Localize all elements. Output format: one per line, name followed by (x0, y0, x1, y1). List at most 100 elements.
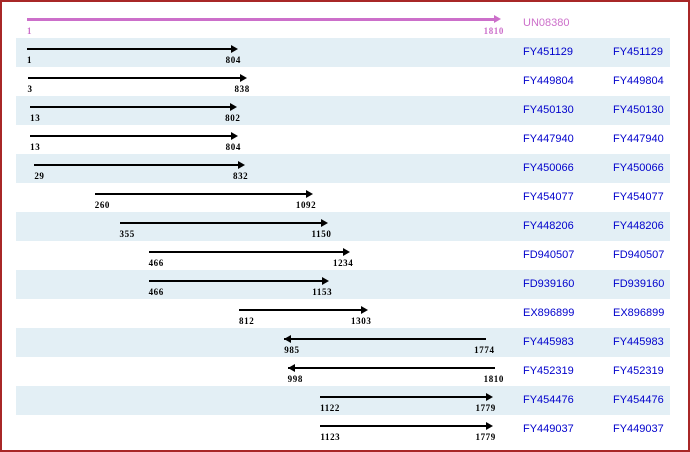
coord-start-label: 466 (148, 258, 164, 268)
coord-end-label: 1092 (295, 200, 317, 210)
table-row[interactable]: 29 832 FY450066 FY450066 (2, 154, 688, 183)
coord-start-label: 1 (27, 55, 33, 65)
hit-alignment-bar[interactable] (284, 338, 486, 340)
hit-accession-label-2[interactable]: FY447940 (613, 133, 664, 145)
arrowhead-right-icon (306, 190, 314, 198)
arrowhead-right-icon (321, 219, 329, 227)
query-accession-label[interactable]: UN08380 (523, 17, 570, 29)
hit-accession-label-1[interactable]: FY449804 (523, 75, 574, 87)
arrowhead-right-icon (322, 277, 330, 285)
coord-end-label: 1810 (483, 26, 504, 36)
query-alignment-bar[interactable] (27, 18, 495, 21)
hit-alignment-bar[interactable] (119, 222, 323, 224)
table-row[interactable]: 13 804 FY447940 FY447940 (2, 125, 688, 154)
hit-accession-label-1[interactable]: EX896899 (523, 307, 575, 319)
coord-end-label: 1779 (475, 403, 496, 413)
table-row[interactable]: 1 804 FY451129 FY451129 (2, 38, 688, 67)
hit-accession-label-2[interactable]: FY449037 (613, 423, 664, 435)
coord-start-label: 998 (287, 374, 303, 384)
hit-alignment-bar[interactable] (34, 164, 240, 166)
arrowhead-right-icon (485, 393, 493, 401)
hit-alignment-bar[interactable] (30, 135, 232, 137)
arrowhead-right-icon (238, 161, 246, 169)
hit-accession-label-1[interactable]: FY450130 (523, 104, 574, 116)
hit-alignment-bar[interactable] (148, 280, 324, 282)
hit-alignment-bar[interactable] (30, 106, 232, 108)
hit-accession-label-2[interactable]: FD940507 (613, 249, 665, 261)
coord-start-label: 13 (30, 142, 41, 152)
coord-end-label: 838 (234, 84, 250, 94)
hit-accession-label-2[interactable]: FY448206 (613, 220, 664, 232)
table-row[interactable]: 1123 1779 FY449037 FY449037 (2, 415, 688, 444)
hit-accession-label-1[interactable]: FY451129 (523, 46, 573, 58)
row-stripe (16, 38, 670, 67)
hit-accession-label-1[interactable]: FY450066 (523, 162, 574, 174)
hit-accession-label-2[interactable]: FY449804 (613, 75, 664, 87)
table-row[interactable]: 3 838 FY449804 FY449804 (2, 67, 688, 96)
hit-accession-label-2[interactable]: FY452319 (613, 365, 664, 377)
hit-alignment-bar[interactable] (239, 309, 363, 311)
coord-end-label: 804 (225, 142, 241, 152)
hit-accession-label-2[interactable]: EX896899 (613, 307, 665, 319)
row-stripe (16, 386, 670, 415)
arrowhead-right-icon (343, 248, 351, 256)
hit-accession-label-2[interactable]: FY451129 (613, 46, 663, 58)
arrowhead-left-icon (284, 335, 292, 343)
hit-alignment-bar[interactable] (287, 367, 495, 369)
hit-accession-label-2[interactable]: FY450130 (613, 104, 664, 116)
coord-start-label: 1122 (320, 403, 340, 413)
hit-accession-label-1[interactable]: FY447940 (523, 133, 574, 145)
hit-alignment-bar[interactable] (320, 425, 487, 427)
hit-accession-label-2[interactable]: FY450066 (613, 162, 664, 174)
coord-end-label: 832 (232, 171, 249, 181)
hit-accession-label-1[interactable]: FY449037 (523, 423, 574, 435)
row-stripe (16, 154, 670, 183)
table-row[interactable]: 985 1774 FY445983 FY445983 (2, 328, 688, 357)
table-row[interactable]: 466 1153 FD939160 FD939160 (2, 270, 688, 299)
hit-accession-label-1[interactable]: FD939160 (523, 278, 575, 290)
coord-start-label: 466 (148, 287, 164, 297)
hit-accession-label-2[interactable]: FY445983 (613, 336, 664, 348)
row-stripe (16, 328, 670, 357)
coord-start-label: 1 (27, 26, 33, 36)
coord-end-label: 1779 (475, 432, 496, 442)
hit-accession-label-1[interactable]: FY454077 (523, 191, 574, 203)
coord-end-label: 802 (225, 113, 241, 123)
hit-alignment-bar[interactable] (320, 396, 487, 398)
coord-start-label: 1123 (320, 432, 341, 442)
hit-accession-label-1[interactable]: FY445983 (523, 336, 574, 348)
hit-alignment-bar[interactable] (148, 251, 345, 253)
coord-start-label: 29 (34, 171, 45, 181)
coord-end-label: 804 (225, 55, 241, 65)
row-stripe (16, 270, 670, 299)
hit-accession-label-2[interactable]: FD939160 (613, 278, 665, 290)
hit-accession-label-1[interactable]: FD940507 (523, 249, 575, 261)
coord-end-label: 1774 (474, 345, 495, 355)
coord-start-label: 3 (27, 84, 33, 94)
hit-accession-label-1[interactable]: FY452319 (523, 365, 574, 377)
hit-alignment-bar[interactable] (27, 77, 241, 79)
hit-alignment-bar[interactable] (27, 48, 232, 50)
coord-start-label: 13 (30, 113, 41, 123)
table-row[interactable]: 1122 1779 FY454476 FY454476 (2, 386, 688, 415)
arrowhead-right-icon (230, 132, 238, 140)
hit-accession-label-2[interactable]: FY454077 (613, 191, 664, 203)
coord-end-label: 1150 (311, 229, 332, 239)
coord-end-label: 1153 (312, 287, 333, 297)
arrowhead-right-icon (230, 45, 238, 53)
hit-alignment-bar[interactable] (94, 193, 308, 195)
coord-start-label: 985 (284, 345, 300, 355)
table-row[interactable]: 13 802 FY450130 FY450130 (2, 96, 688, 125)
hit-accession-label-2[interactable]: FY454476 (613, 394, 664, 406)
arrowhead-right-icon (361, 306, 369, 314)
arrowhead-right-icon (230, 103, 238, 111)
arrowhead-right-icon (494, 15, 501, 23)
hit-accession-label-1[interactable]: FY448206 (523, 220, 574, 232)
hit-accession-label-1[interactable]: FY454476 (523, 394, 574, 406)
